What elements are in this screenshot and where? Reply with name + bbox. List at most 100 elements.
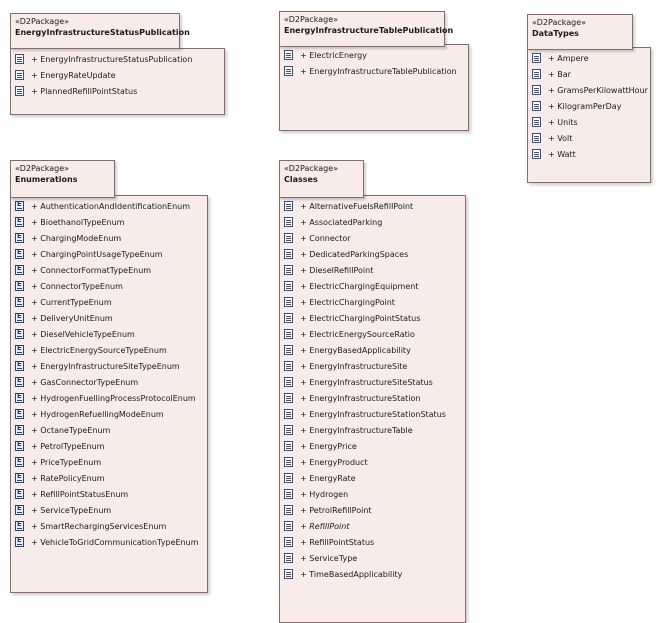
element-label: + Bar	[548, 70, 571, 79]
package-element-row[interactable]: + ServiceTypeEnum	[11, 503, 207, 519]
enumeration-icon	[15, 344, 24, 355]
package-stereotype: «D2Package»	[284, 164, 339, 173]
package-element-row[interactable]: + VehicleToGridCommunicationTypeEnum	[11, 535, 207, 551]
package-element-row[interactable]: + PetrolTypeEnum	[11, 439, 207, 455]
enumeration-icon	[15, 280, 24, 291]
package-element-row[interactable]: + RefillPointStatus	[280, 535, 465, 551]
class-icon	[15, 54, 24, 64]
element-label: + Connector	[300, 234, 351, 243]
package-element-row[interactable]: + EnergyInfrastructureTablePublication	[280, 64, 468, 80]
enumeration-icon	[15, 296, 24, 307]
package-header-tab[interactable]: «D2Package»DataTypes	[527, 14, 633, 50]
package-element-row[interactable]: + EnergyInfrastructureStatusPublication	[11, 52, 224, 68]
package-element-row[interactable]: + AlternativeFuelsRefillPoint	[280, 199, 465, 215]
package-header-tab[interactable]: «D2Package»Classes	[279, 160, 364, 198]
package-element-row[interactable]: + RatePolicyEnum	[11, 471, 207, 487]
class-icon	[284, 569, 293, 579]
package-element-row[interactable]: + CurrentTypeEnum	[11, 295, 207, 311]
element-label: + AuthenticationAndIdentificationEnum	[31, 202, 191, 211]
package-element-row[interactable]: + ElectricChargingPointStatus	[280, 311, 465, 327]
package-element-row[interactable]: + RefillPoint	[280, 519, 465, 535]
class-icon	[284, 217, 293, 227]
package-element-row[interactable]: + TimeBasedApplicability	[280, 567, 465, 583]
package-element-row[interactable]: + EnergyRate	[280, 471, 465, 487]
package-element-row[interactable]: + DedicatedParkingSpaces	[280, 247, 465, 263]
package-element-row[interactable]: + EnergyInfrastructureTable	[280, 423, 465, 439]
package-element-row[interactable]: + DieselVehicleTypeEnum	[11, 327, 207, 343]
package-stereotype: «D2Package»	[15, 164, 70, 173]
element-label: + ServiceTypeEnum	[31, 506, 112, 515]
package-element-row[interactable]: + Connector	[280, 231, 465, 247]
class-icon	[284, 425, 293, 435]
package-element-row[interactable]: + EnergyInfrastructureSiteStatus	[280, 375, 465, 391]
element-label: + PetrolTypeEnum	[31, 442, 105, 451]
package-element-row[interactable]: + Hydrogen	[280, 487, 465, 503]
package-element-row[interactable]: + EnergyInfrastructureSite	[280, 359, 465, 375]
package-element-row[interactable]: + Units	[528, 115, 650, 131]
package-element-row[interactable]: + Watt	[528, 147, 650, 163]
element-label: + Hydrogen	[300, 490, 349, 499]
package-element-row[interactable]: + GramsPerKilowattHour	[528, 83, 650, 99]
package-element-row[interactable]: + ChargingPointUsageTypeEnum	[11, 247, 207, 263]
package-element-row[interactable]: + EnergyRateUpdate	[11, 68, 224, 84]
package-element-row[interactable]: + AssociatedParking	[280, 215, 465, 231]
element-label: + EnergyProduct	[300, 458, 368, 467]
element-label: + DieselVehicleTypeEnum	[31, 330, 135, 339]
package-element-row[interactable]: + ServiceType	[280, 551, 465, 567]
element-label: + VehicleToGridCommunicationTypeEnum	[31, 538, 199, 547]
enumeration-icon	[15, 536, 24, 547]
package-element-row[interactable]: + OctaneTypeEnum	[11, 423, 207, 439]
package-contents: + AuthenticationAndIdentificationEnum + B…	[10, 195, 208, 593]
package-element-row[interactable]: + EnergyInfrastructureStationStatus	[280, 407, 465, 423]
package-element-row[interactable]: + EnergyBasedApplicability	[280, 343, 465, 359]
package-element-row[interactable]: + Ampere	[528, 51, 650, 67]
package-element-row[interactable]: + SmartRechargingServicesEnum	[11, 519, 207, 535]
package-element-row[interactable]: + ElectricChargingEquipment	[280, 279, 465, 295]
package-element-row[interactable]: + EnergyInfrastructureSiteTypeEnum	[11, 359, 207, 375]
element-label: + ElectricEnergy	[300, 51, 367, 60]
package-element-row[interactable]: + PriceTypeEnum	[11, 455, 207, 471]
element-label: + RefillPointStatusEnum	[31, 490, 129, 499]
class-icon	[284, 521, 293, 531]
element-label: + EnergyInfrastructureStation	[300, 394, 421, 403]
class-icon	[284, 457, 293, 467]
package-element-row[interactable]: + EnergyPrice	[280, 439, 465, 455]
package-element-row[interactable]: + Bar	[528, 67, 650, 83]
package-element-row[interactable]: + HydrogenFuellingProcessProtocolEnum	[11, 391, 207, 407]
element-label: + PriceTypeEnum	[31, 458, 102, 467]
element-label: + RefillPoint	[300, 522, 350, 531]
package-element-row[interactable]: + PlannedRefillPointStatus	[11, 84, 224, 100]
class-icon	[15, 86, 24, 96]
package-element-row[interactable]: + KilogramPerDay	[528, 99, 650, 115]
package-header-tab[interactable]: «D2Package»EnergyInfrastructureStatusPub…	[10, 13, 190, 49]
package-element-row[interactable]: + ElectricEnergySourceTypeEnum	[11, 343, 207, 359]
package-element-row[interactable]: + DieselRefillPoint	[280, 263, 465, 279]
package-element-row[interactable]: + GasConnectorTypeEnum	[11, 375, 207, 391]
package-element-row[interactable]: + ConnectorFormatTypeEnum	[11, 263, 207, 279]
package-element-row[interactable]: + ElectricEnergySourceRatio	[280, 327, 465, 343]
package-element-row[interactable]: + PetrolRefillPoint	[280, 503, 465, 519]
package-header-tab[interactable]: «D2Package»Enumerations	[10, 160, 115, 198]
enumeration-icon	[15, 456, 24, 467]
package-element-row[interactable]: + ChargingModeEnum	[11, 231, 207, 247]
element-label: + ElectricChargingPointStatus	[300, 314, 421, 323]
element-label: + EnergyRateUpdate	[31, 71, 116, 80]
package-element-row[interactable]: + RefillPointStatusEnum	[11, 487, 207, 503]
package-element-row[interactable]: + ElectricEnergy	[280, 48, 468, 64]
package-header-tab[interactable]: «D2Package»EnergyInfrastructureTablePubl…	[279, 11, 453, 47]
package-element-row[interactable]: + AuthenticationAndIdentificationEnum	[11, 199, 207, 215]
package-element-row[interactable]: + EnergyProduct	[280, 455, 465, 471]
package-element-row[interactable]: + BioethanolTypeEnum	[11, 215, 207, 231]
element-label: + PetrolRefillPoint	[300, 506, 372, 515]
package-element-row[interactable]: + EnergyInfrastructureStation	[280, 391, 465, 407]
package-element-row[interactable]: + DeliveryUnitEnum	[11, 311, 207, 327]
package-element-row[interactable]: + Volt	[528, 131, 650, 147]
enumeration-icon	[15, 392, 24, 403]
class-icon	[284, 345, 293, 355]
package-element-row[interactable]: + ElectricChargingPoint	[280, 295, 465, 311]
element-label: + DieselRefillPoint	[300, 266, 374, 275]
package-element-row[interactable]: + ConnectorTypeEnum	[11, 279, 207, 295]
package-element-row[interactable]: + HydrogenRefuellingModeEnum	[11, 407, 207, 423]
enumeration-icon	[15, 472, 24, 483]
element-label: + ConnectorTypeEnum	[31, 282, 123, 291]
